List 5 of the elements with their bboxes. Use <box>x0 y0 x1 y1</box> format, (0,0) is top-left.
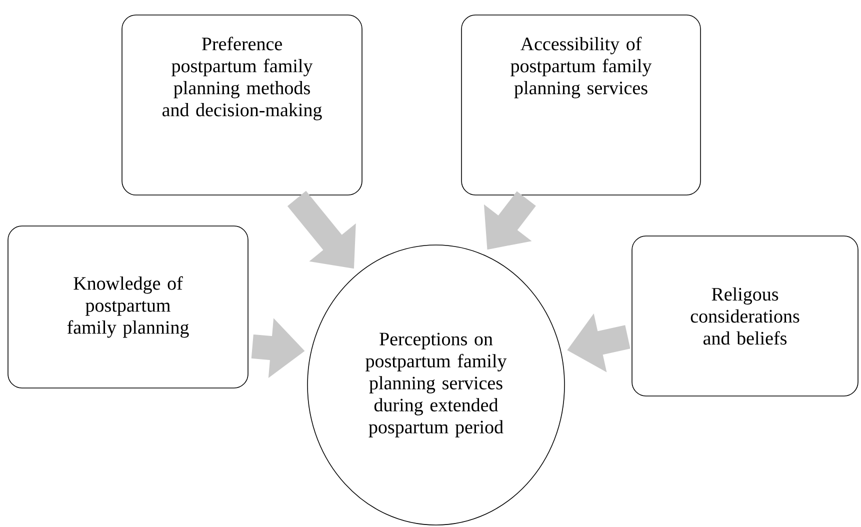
rounded-box: Accessibility of postpartum family planning services <box>461 14 701 196</box>
rounded-box: Religous considerations and beliefs <box>632 236 858 396</box>
ellipse-node: Perceptions on postpartum family planning services during extended pospartum period <box>307 244 565 526</box>
rounded-box: Knowledge of postpartum family planning <box>8 226 248 388</box>
rounded-box: Preference postpartum family planning methods and decision-making <box>122 14 362 196</box>
